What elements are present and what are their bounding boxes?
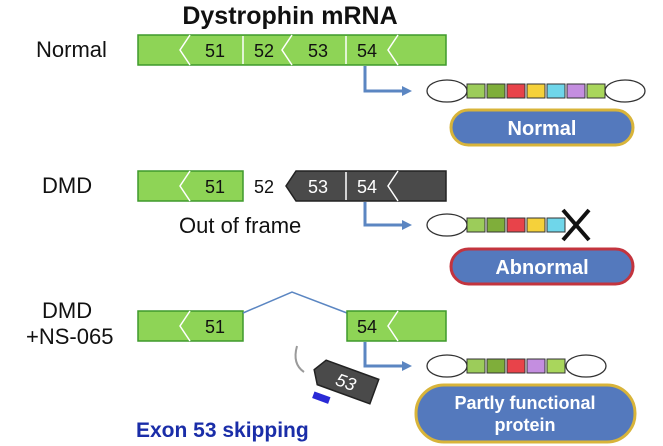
skipped-exon-53: 53 <box>313 359 380 405</box>
result-text-normal: Normal <box>508 118 577 140</box>
treated-exon-label-54: 54 <box>357 317 377 337</box>
row-label-dmd: DMD <box>42 173 92 198</box>
exon-label-52: 52 <box>254 41 274 61</box>
translation-arrow-treated <box>363 342 412 371</box>
exon-label-54: 54 <box>357 41 377 61</box>
translation-arrow-normal <box>363 66 412 96</box>
row-label-treated-line2: +NS-065 <box>26 324 113 349</box>
row-label-treated-line1: DMD <box>42 298 92 323</box>
result-badge-partial: Partly functional protein <box>414 383 637 444</box>
normal-mrna-strand: 51 52 53 54 <box>137 34 447 66</box>
treated-exon-label-51: 51 <box>205 317 225 337</box>
translation-arrow-dmd <box>363 202 412 230</box>
skip-curve <box>294 345 305 373</box>
result-text-abnormal: Abnormal <box>495 257 588 279</box>
dmd-exon-label-53: 53 <box>308 177 328 197</box>
protein-partial <box>426 354 607 378</box>
diagram-title: Dystrophin mRNA <box>182 2 397 30</box>
exon-label-53: 53 <box>308 41 328 61</box>
dmd-exon-label-51: 51 <box>205 177 225 197</box>
treated-mrna-strand: 51 54 <box>137 291 447 342</box>
dmd-mrna-strand: 51 52 53 54 <box>137 170 447 202</box>
antisense-oligo-marker <box>312 391 331 404</box>
exon-label-51: 51 <box>205 41 225 61</box>
protein-normal <box>426 79 646 103</box>
exon-skipping-caption: Exon 53 skipping <box>136 419 309 442</box>
row-label-normal: Normal <box>36 37 107 62</box>
out-of-frame-note: Out of frame <box>179 213 301 238</box>
protein-abnormal <box>426 213 566 237</box>
cross-mark-icon <box>561 208 591 242</box>
result-text-partial-line1: Partly functional <box>454 393 595 413</box>
dmd-deleted-exon-52: 52 <box>254 177 274 197</box>
result-badge-abnormal: Abnormal <box>449 247 635 286</box>
dmd-exon-label-54: 54 <box>357 177 377 197</box>
result-badge-normal: Normal <box>449 108 635 147</box>
splice-junction-line <box>242 291 348 314</box>
result-text-partial-line2: protein <box>495 415 556 435</box>
